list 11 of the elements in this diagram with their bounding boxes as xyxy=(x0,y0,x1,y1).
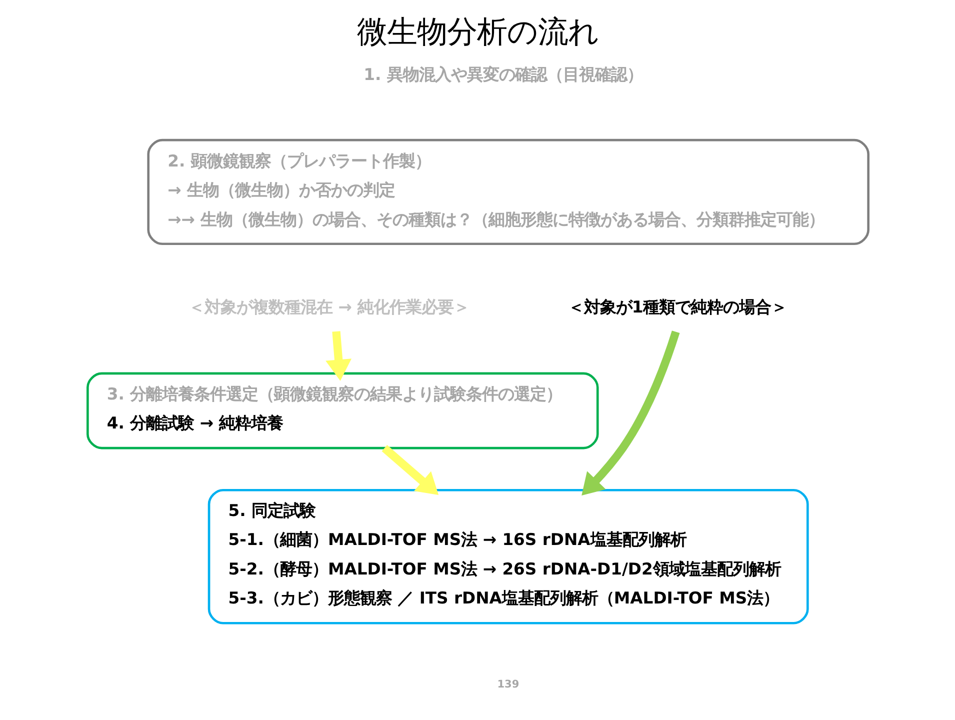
diagram-title: 微生物分析の流れ xyxy=(356,14,598,50)
label: 1. 異物混入や異変の確認（目視確認） xyxy=(363,65,642,84)
arrow xyxy=(381,445,438,496)
node-box: 3. 分離培養条件選定（顕微鏡観察の結果より試験条件の選定） 4. 分離試験 → 純粋培養 xyxy=(86,372,598,450)
label: 139 xyxy=(496,678,519,691)
node-box: 2. 顕微鏡観察（プレパラート作製） → 生物（微生物）か否かの判定 →→ 生物（微生物）の場合、その種類は？（細胞形態に特徴がある場合、分類群推定可能） xyxy=(146,138,869,246)
arrow xyxy=(325,331,352,381)
node-box: 5. 同定試験 5-1.（細菌）MALDI-TOF MS法 → 16S rDNA塩基配列解析 5-2.（酵母）MALDI-TOF MS法 → 26S rDNA-D1/D2領域塩基配列解析 5-3.（カビ）形態観察 ／ ITS rDNA塩基配列解析（MALDI-TOF MS法） xyxy=(207,488,808,624)
node-text: ＜対象が複数種混在 → 純化作業必要＞ xyxy=(188,297,470,316)
node-text: ＜対象が1種類で純粋の場合＞ xyxy=(567,297,787,316)
arrow xyxy=(581,330,680,496)
